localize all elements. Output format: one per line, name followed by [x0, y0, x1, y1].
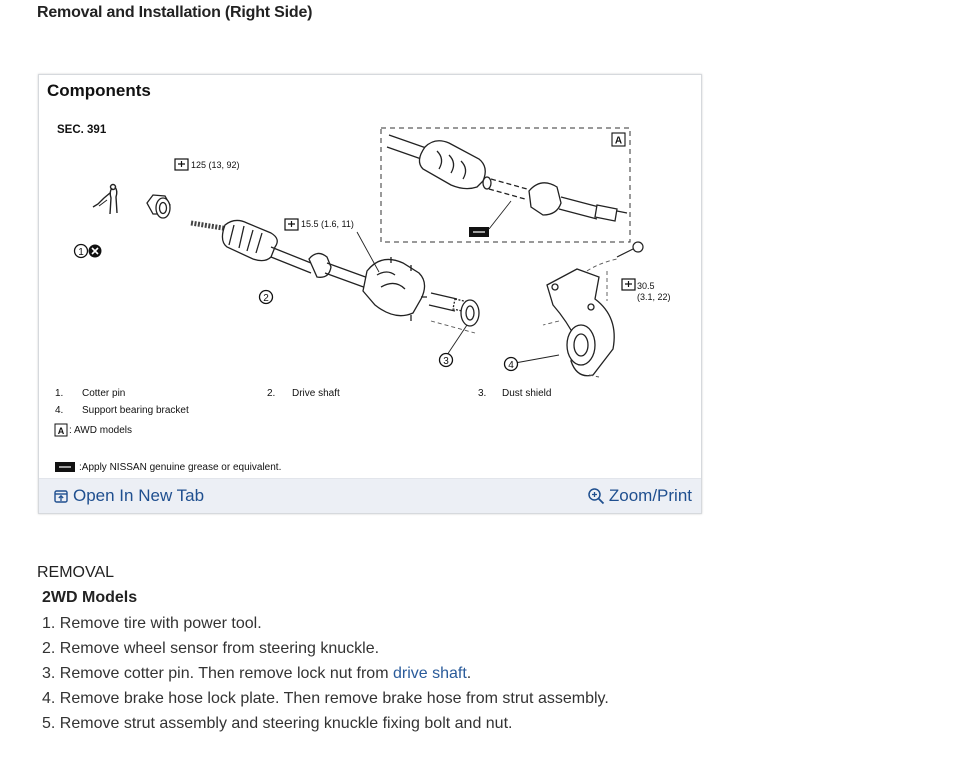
list-item: 2. Remove wheel sensor from steering knu… [42, 640, 380, 657]
page-title: Removal and Installation (Right Side) [37, 4, 313, 21]
drive-shaft-part [190, 219, 474, 321]
torque-label-bracket: 30.5 [637, 281, 655, 291]
zoom-in-icon [588, 488, 604, 505]
grease-icon [469, 227, 489, 237]
svg-text:3: 3 [443, 356, 449, 367]
svg-text:4: 4 [508, 360, 514, 371]
torque-wrench-icon [284, 218, 299, 231]
components-figure: Components SEC. 391 125 (13, 92) 1 [38, 74, 702, 514]
legend-item-support-bracket: Support bearing bracket [82, 405, 189, 416]
torque-label-bracket-nm: (3.1, 22) [637, 292, 671, 302]
subsection-heading-2wd: 2WD Models [42, 589, 138, 606]
legend-item-drive-shaft: Drive shaft [292, 388, 340, 399]
new-tab-icon [54, 490, 68, 503]
lock-nut-part [146, 194, 171, 219]
components-diagram: Components SEC. 391 125 (13, 92) 1 [47, 81, 671, 473]
svg-text:2.: 2. [267, 388, 275, 399]
dust-shield-part [460, 299, 480, 327]
zoom-print-label: Zoom/Print [608, 486, 692, 505]
svg-text:4.: 4. [55, 405, 63, 416]
section-heading-removal: REMOVAL [37, 564, 115, 581]
inset-label-a: A [611, 132, 626, 147]
svg-text:1: 1 [78, 247, 84, 258]
awd-shaft-part [386, 134, 628, 222]
torque-label-shaft: 15.5 (1.6, 11) [301, 219, 354, 229]
figure-footer: Open In New Tab Zoom/Print [39, 478, 701, 513]
open-in-new-tab-link[interactable]: Open In New Tab [53, 486, 204, 506]
bracket-bolt-part [616, 241, 644, 258]
svg-text:2: 2 [263, 293, 269, 304]
grease-icon [55, 462, 75, 472]
removal-steps-list: 1. Remove tire with power tool. 2. Remov… [42, 613, 609, 738]
list-item: 5. Remove strut assembly and steering kn… [42, 715, 513, 732]
drive-shaft-link[interactable]: drive shaft [392, 665, 467, 682]
parts-legend: 1. Cotter pin 2. Drive shaft 3. Dust shi… [54, 388, 551, 473]
legend-grease-note: :Apply NISSAN genuine grease or equivale… [79, 462, 281, 473]
list-item: 4. Remove brake hose lock plate. Then re… [42, 690, 609, 707]
callout-2: 2 [258, 289, 274, 305]
svg-text:A: A [58, 426, 65, 436]
cotter-pin-part [92, 183, 118, 215]
torque-wrench-icon [174, 158, 189, 171]
figure-heading: Components [47, 81, 151, 100]
torque-label-nut: 125 (13, 92) [191, 160, 240, 170]
awd-inset-box [380, 127, 631, 243]
section-code: SEC. 391 [57, 124, 107, 136]
legend-item-cotter-pin: Cotter pin [82, 388, 125, 399]
list-item: 1. Remove tire with power tool. [42, 615, 262, 632]
callout-4: 4 [503, 356, 519, 372]
torque-wrench-icon [621, 278, 636, 291]
svg-text:1.: 1. [55, 388, 63, 399]
legend-awd-models: : AWD models [69, 425, 132, 436]
callout-3: 3 [438, 352, 454, 368]
zoom-print-link[interactable]: Zoom/Print [587, 486, 692, 506]
legend-item-dust-shield: Dust shield [502, 388, 551, 399]
svg-text:A: A [615, 136, 622, 147]
svg-text:3.: 3. [478, 388, 486, 399]
support-bracket-part [546, 268, 615, 377]
callout-1: 1 [73, 243, 102, 259]
open-in-new-tab-label: Open In New Tab [73, 486, 205, 505]
list-item: 3. Remove cotter pin. Then remove lock n… [42, 665, 472, 682]
